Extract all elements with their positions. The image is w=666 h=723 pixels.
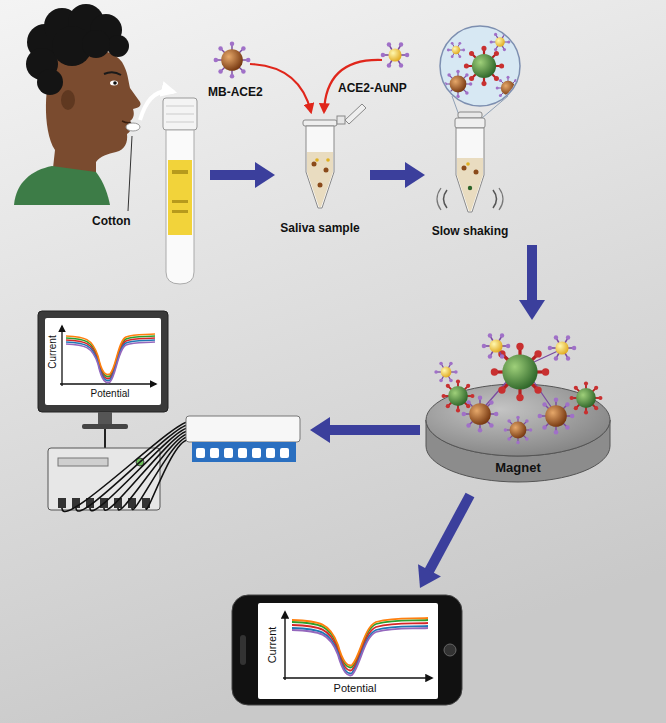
arrow-head [418, 564, 441, 588]
reagent-particles [214, 42, 410, 112]
arrow-shaft [429, 495, 470, 572]
collection-tube [163, 98, 197, 284]
person-figure [14, 4, 174, 211]
shaking-tube [437, 26, 520, 212]
axis-label: Potential [91, 388, 130, 399]
potentiostat-stage: CurrentPotential [30, 305, 310, 530]
saliva-tube [303, 104, 366, 208]
smartphone-stage: CurrentPotential [225, 588, 470, 712]
flow-arrow [370, 162, 425, 188]
saliva-tube-stage: Saliva sample [275, 115, 370, 245]
arrow-head [519, 300, 545, 320]
axis-label: Current [266, 627, 278, 664]
flow-arrow [519, 245, 545, 320]
shaking-tube-stage: Slow shaking [425, 22, 550, 245]
arrow-head [255, 162, 275, 188]
flow-arrow [310, 417, 420, 443]
magnet-platform [426, 333, 610, 482]
step-label: Saliva sample [280, 222, 359, 235]
magnet-stage: Magnet [420, 320, 615, 495]
arrow-head [310, 417, 330, 443]
magnet-label: Magnet [495, 461, 541, 475]
axis-label: Current [47, 335, 58, 368]
axis-label: Potential [334, 682, 377, 694]
flow-arrow [210, 162, 275, 188]
potentiostat-setup [38, 311, 300, 511]
arrow-shaft [210, 170, 257, 180]
reagent-label: ACE2-AuNP [338, 82, 407, 95]
sample-collection-stage: Cotton [15, 10, 210, 295]
smartphone [232, 595, 462, 705]
arrow-shaft [328, 425, 420, 435]
step-label: Slow shaking [432, 225, 509, 238]
arrow-shaft [527, 245, 537, 302]
flow-arrow [418, 495, 470, 588]
arrow-head [405, 162, 425, 188]
reagent-label: MB-ACE2 [208, 86, 263, 99]
arrow-shaft [370, 170, 407, 180]
callout-label: Cotton [92, 215, 131, 228]
